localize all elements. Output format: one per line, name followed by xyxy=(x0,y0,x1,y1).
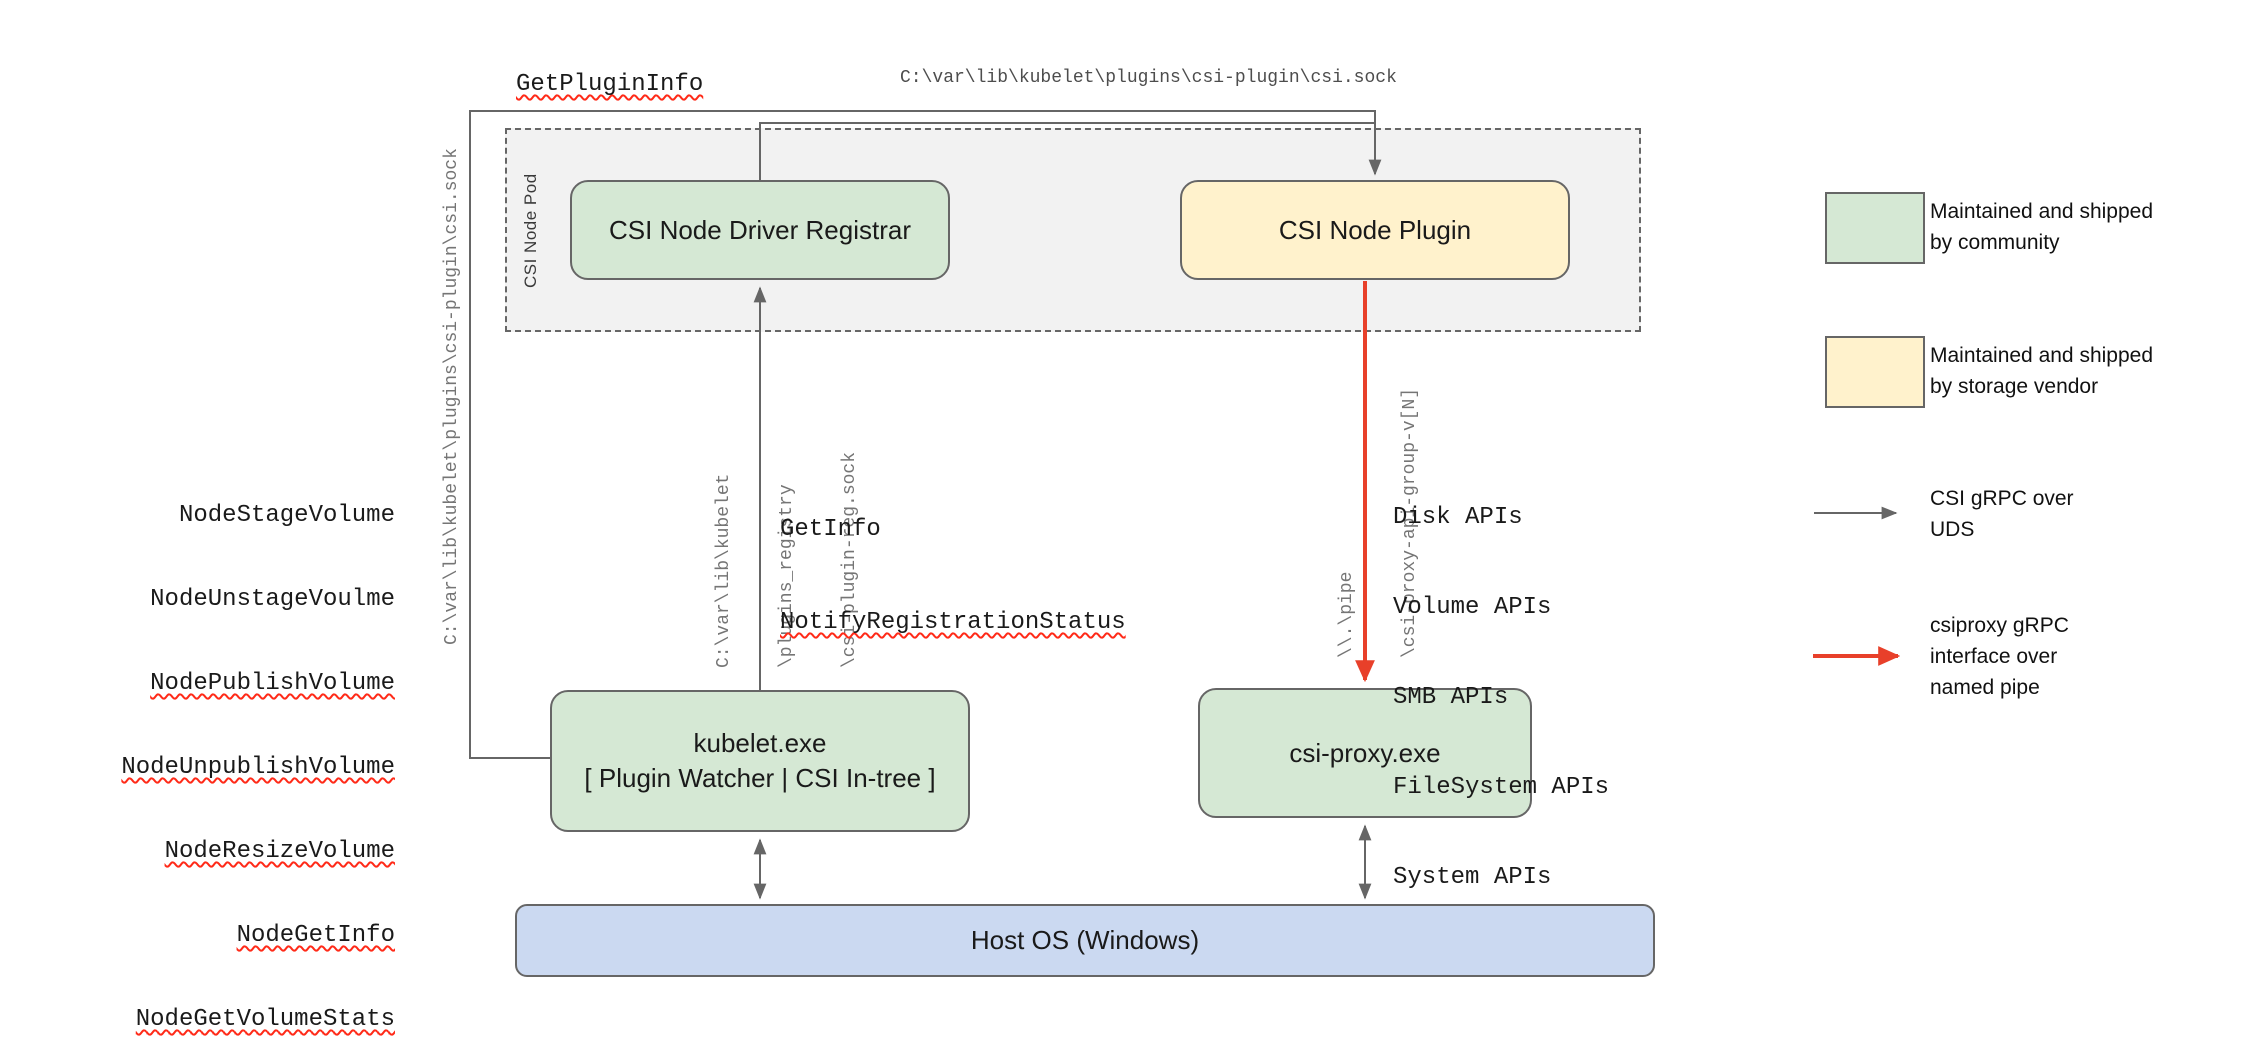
legend-community-line2: by community xyxy=(1930,231,2060,254)
kubelet-subtitle: [ Plugin Watcher | CSI In-tree ] xyxy=(584,763,936,793)
proxy-api: SMB APIs xyxy=(1393,684,1509,711)
legend-community-line1: Maintained and shipped xyxy=(1930,200,2154,223)
node-call: NodeResizeVolume xyxy=(164,838,395,865)
node-call: NodeUnpublishVolume xyxy=(121,754,395,781)
legend-namedpipe-line2: interface over xyxy=(1930,645,2058,668)
proxy-api: Disk APIs xyxy=(1393,504,1523,531)
kubelet-box: kubelet.exe [ Plugin Watcher | CSI In-tr… xyxy=(550,690,970,832)
csi-node-pod-label: CSI Node Pod xyxy=(521,173,540,288)
registration-calls-label: GetInfo NotifyRegistrationStatus xyxy=(780,452,1126,700)
legend-vendor-line1: Maintained and shipped xyxy=(1930,344,2154,367)
host-os-box: Host OS (Windows) xyxy=(515,904,1655,977)
registration-sock-line: C:\var\lib\kubelet xyxy=(714,473,734,668)
legend-community-swatch xyxy=(1825,192,1925,264)
proxy-api: FileSystem APIs xyxy=(1393,774,1610,801)
node-call: NodeUnstageVoulme xyxy=(150,586,395,613)
notify-registration-status-label: NotifyRegistrationStatus xyxy=(780,609,1126,636)
csi-sock-path-label-vertical: C:\var\lib\kubelet\plugins\csi-plugin\cs… xyxy=(442,148,462,645)
legend-uds-label: CSI gRPC over UDS xyxy=(1930,483,2074,545)
csi-node-plugin-box: CSI Node Plugin xyxy=(1180,180,1570,280)
proxy-apis-label: Disk APIs Volume APIs SMB APIs FileSyste… xyxy=(1393,443,1609,953)
proxy-api: Volume APIs xyxy=(1393,594,1552,621)
proxy-api: System APIs xyxy=(1393,864,1552,891)
legend-namedpipe-line1: csiproxy gRPC xyxy=(1930,614,2069,637)
csi-node-driver-registrar-label: CSI Node Driver Registrar xyxy=(609,214,911,245)
get-plugin-info-label: GetPluginInfo xyxy=(516,71,704,98)
legend-uds-line2: UDS xyxy=(1930,518,1975,541)
kubelet-title: kubelet.exe xyxy=(693,728,827,758)
legend-community-label: Maintained and shipped by community xyxy=(1930,196,2153,258)
node-call: NodeStageVolume xyxy=(178,502,395,529)
legend-namedpipe-line3: named pipe xyxy=(1930,676,2040,699)
legend-namedpipe-label: csiproxy gRPC interface over named pipe xyxy=(1930,610,2069,703)
legend-vendor-swatch xyxy=(1825,336,1925,408)
kubelet-label: kubelet.exe [ Plugin Watcher | CSI In-tr… xyxy=(584,726,935,796)
csi-node-plugin-label: CSI Node Plugin xyxy=(1278,214,1472,245)
legend-vendor-line2: by storage vendor xyxy=(1930,375,2099,398)
csi-node-driver-registrar-box: CSI Node Driver Registrar xyxy=(570,180,950,280)
node-call: NodeGetVolumeStats xyxy=(135,1006,395,1033)
node-call: NodePublishVolume xyxy=(150,670,395,697)
get-info-label: GetInfo xyxy=(780,516,881,543)
node-calls-label: NodeStageVolume NodeUnstageVoulme NodePu… xyxy=(100,446,395,1044)
legend-vendor-label: Maintained and shipped by storage vendor xyxy=(1930,340,2153,402)
csi-sock-path-label-top: C:\var\lib\kubelet\plugins\csi-plugin\cs… xyxy=(900,68,1397,88)
node-call: NodeGetInfo xyxy=(236,922,395,949)
legend-uds-line1: CSI gRPC over xyxy=(1930,487,2074,510)
host-os-label: Host OS (Windows) xyxy=(970,925,1200,955)
named-pipe-line: \\.\pipe xyxy=(1337,571,1357,658)
